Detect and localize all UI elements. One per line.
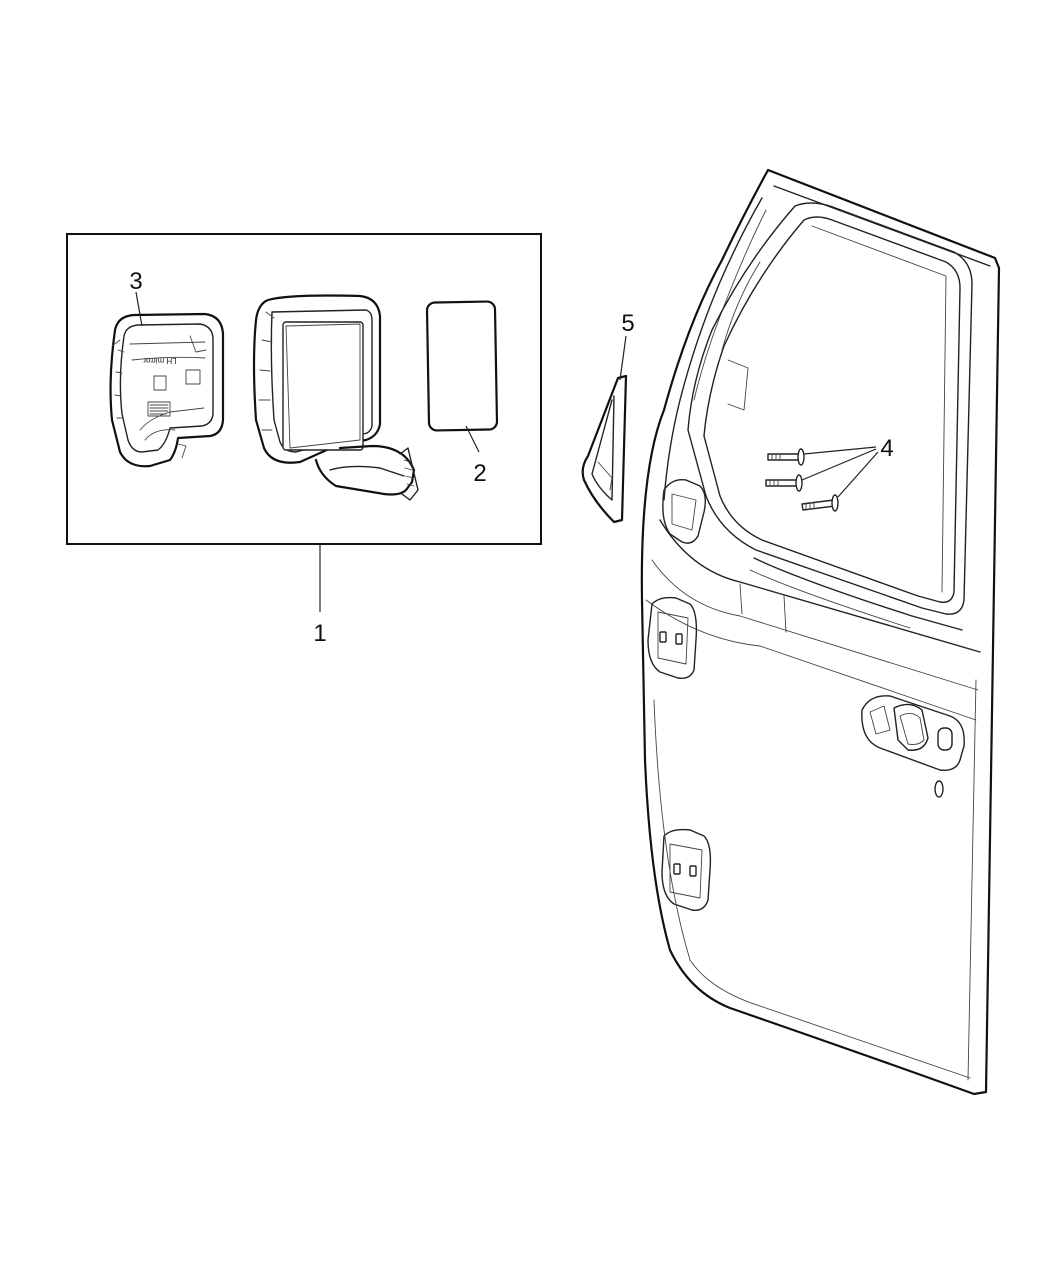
door-handle — [861, 695, 965, 798]
leader-line-3 — [135, 291, 143, 327]
sail-panel-seal-part — [581, 374, 628, 524]
callout-4: 4 — [880, 435, 893, 462]
callout-2: 2 — [473, 460, 486, 487]
bolt-middle — [765, 474, 803, 492]
leader-line-2 — [465, 425, 480, 453]
callout-1: 1 — [313, 620, 326, 647]
mirror-glass-part — [425, 300, 499, 432]
assembly-group-box — [66, 233, 542, 545]
callout-3: 3 — [129, 268, 142, 295]
bolt-upper — [767, 448, 805, 466]
callout-5: 5 — [621, 310, 634, 337]
mirror-housing-part — [252, 294, 419, 501]
bolts-part — [765, 448, 839, 512]
leader-line-4c — [837, 451, 879, 498]
door-panel — [640, 168, 1001, 1096]
upper-hinge-plate — [647, 596, 698, 680]
mirror-cover-part: LH mirror — [109, 312, 225, 468]
bolt-lower — [801, 494, 839, 512]
mirror-cover-label: LH mirror — [143, 356, 177, 365]
leader-line-4a — [803, 446, 877, 455]
lower-hinge-plate — [661, 828, 712, 911]
leader-line-5 — [619, 335, 627, 381]
leader-line-4b — [801, 448, 877, 481]
